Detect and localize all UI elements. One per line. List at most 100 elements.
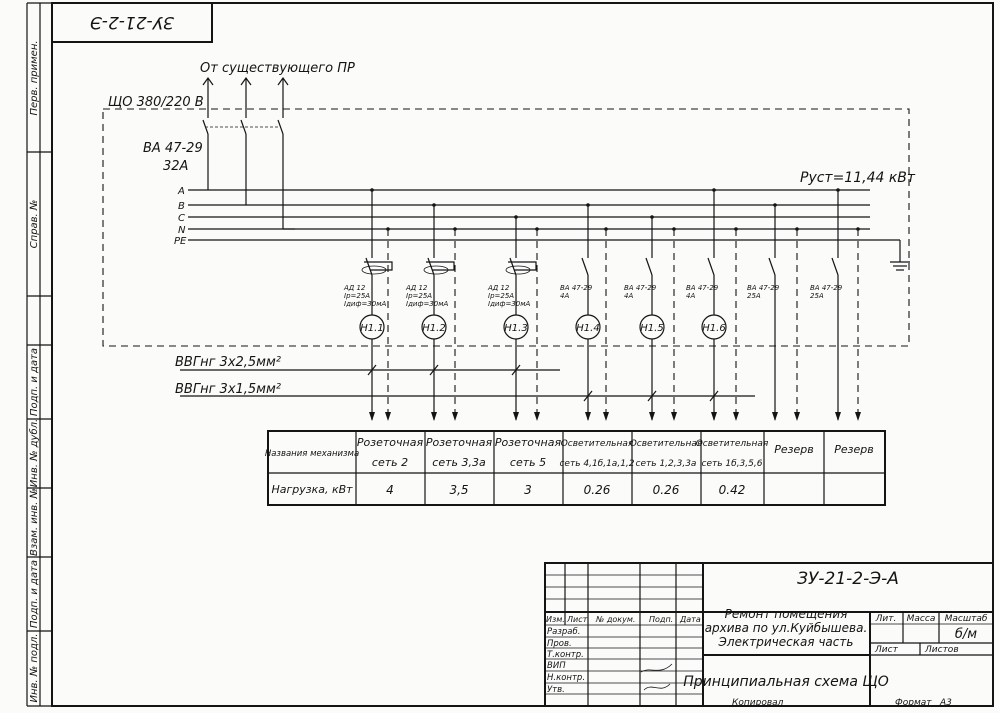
feeder-extra-label: Iдиф=30мА xyxy=(406,300,448,308)
role-razrab: Разраб. xyxy=(547,627,580,637)
rcd-toroid xyxy=(423,265,449,275)
signature-mark xyxy=(643,683,671,691)
outgoing-arrow xyxy=(711,412,717,421)
row-header-name: Названия механизма xyxy=(265,449,359,459)
load-table xyxy=(267,430,886,506)
column-name: Осветительная xyxy=(561,439,634,449)
side-label: Инв. № подл. xyxy=(29,634,40,703)
cable-tick xyxy=(647,390,657,402)
feeder-device-label: АД 12 xyxy=(343,284,366,292)
bus-label-b: B xyxy=(178,201,185,212)
feeder-device-label: ВА 47-29 xyxy=(747,284,780,292)
feeder-rating-label: Iр=25А xyxy=(488,292,514,300)
row-header-load: Нагрузка, кВт xyxy=(271,483,353,496)
feeder-rating-label: 4А xyxy=(560,292,569,300)
outgoing-arrow xyxy=(835,412,841,421)
side-label: Перв. примен. xyxy=(29,40,40,115)
outgoing-arrow xyxy=(513,412,519,421)
cable-tick xyxy=(583,390,593,402)
top-stamp-box xyxy=(51,2,213,43)
main-breaker-rating: 32А xyxy=(163,159,188,174)
list-label: Лист xyxy=(874,645,899,655)
group-id-label: Н1.2 xyxy=(422,323,445,334)
top-stamp-code: ЗУ-21-2-Э xyxy=(90,12,174,32)
feeder-extra-label: Iдиф=30мА xyxy=(488,300,530,308)
incoming-lines xyxy=(202,76,289,217)
drawing-frame xyxy=(51,2,994,707)
project-line-2: архива по ул.Куйбышева. xyxy=(705,621,868,635)
feeder-device-label: АД 12 xyxy=(487,284,510,292)
column-name: Осветительная xyxy=(696,439,769,449)
outgoing-arrow xyxy=(794,412,800,421)
feeder-device-label: АД 12 xyxy=(405,284,428,292)
side-strip: Перв. примен. Справ. № Подп. и дата Инв.… xyxy=(26,2,52,707)
outgoing-arrow xyxy=(431,412,437,421)
cable-tick xyxy=(511,364,521,376)
side-label: Подп. и дата xyxy=(29,348,40,416)
breaker-contact xyxy=(645,257,653,276)
outgoing-arrow xyxy=(452,412,458,421)
bus-label-pe: PE xyxy=(174,236,187,247)
outgoing-arrow xyxy=(585,412,591,421)
column-load: 3,5 xyxy=(449,483,468,497)
column-name: Розеточная xyxy=(495,436,562,449)
source-label: От существующего ПР xyxy=(200,61,355,76)
column-name: Розеточная xyxy=(426,436,493,449)
group-id-label: Н1.4 xyxy=(576,323,599,334)
copied-label: Копировал xyxy=(732,698,784,708)
column-subname: сеть 1,2,3,3а xyxy=(636,459,697,469)
installed-power: Руст=11,44 кВт xyxy=(800,170,916,186)
feeder-rating-label: 4А xyxy=(686,292,695,300)
title-block xyxy=(544,562,994,707)
format-value: А3 xyxy=(939,698,952,708)
drawing-code: ЗУ-21-2-Э-А xyxy=(797,569,899,589)
column-subname: сеть 4,1б,1а,1,2 xyxy=(559,459,634,469)
panel-label: ЩО 380/220 В xyxy=(108,95,204,110)
column-name: Розеточная xyxy=(357,436,424,449)
column-load: 3 xyxy=(524,483,532,497)
col-header-izm: Изм. xyxy=(546,615,565,624)
bus-label-n: N xyxy=(178,225,186,236)
column-name: Резерв xyxy=(774,443,813,456)
signature-mark xyxy=(640,663,673,673)
side-label: Справ. № xyxy=(29,200,40,249)
column-load: 0.26 xyxy=(584,483,611,497)
feeder-device-label: ВА 47-29 xyxy=(686,284,719,292)
rcd-symbol xyxy=(364,261,393,271)
project-line-3: Электрическая часть xyxy=(718,635,854,649)
outgoing-arrow xyxy=(649,412,655,421)
feeder-rating-label: 4А xyxy=(624,292,633,300)
column-load: 0.26 xyxy=(653,483,680,497)
cable-label-15: ВВГнг 3х1,5мм² xyxy=(175,382,281,397)
role-utv: Утв. xyxy=(547,685,565,695)
role-nkontr: Н.контр. xyxy=(547,673,585,683)
feeder-device-label: ВА 47-29 xyxy=(624,284,657,292)
feeder-rating-label: 25А xyxy=(747,292,761,300)
rcd-toroid xyxy=(505,265,531,275)
scale-label: Масштаб xyxy=(945,614,988,624)
column-subname: сеть 2 xyxy=(372,456,408,469)
stage-value: б/м xyxy=(955,627,977,642)
feeder-rating-label: 25А xyxy=(810,292,824,300)
lit-label: Лит. xyxy=(875,614,897,624)
rcd-toroid xyxy=(361,265,387,275)
col-header-sign: Подп. xyxy=(649,615,673,624)
outgoing-arrow xyxy=(369,412,375,421)
outgoing-arrow xyxy=(603,412,609,421)
breaker-contact xyxy=(831,257,839,276)
rcd-symbol xyxy=(508,261,537,271)
column-load: 4 xyxy=(386,483,394,497)
column-name: Осветительная xyxy=(630,439,703,449)
column-load: 0.42 xyxy=(719,483,746,497)
cable-tick xyxy=(429,364,439,376)
breaker-contact xyxy=(768,257,776,276)
outgoing-arrow xyxy=(855,412,861,421)
col-header-date: Дата xyxy=(679,615,701,624)
outgoing-arrow xyxy=(671,412,677,421)
feeder-rating-label: Iр=25А xyxy=(344,292,370,300)
sheet-title: Принципиальная схема ЩО xyxy=(683,674,888,690)
col-header-doc: № докум. xyxy=(595,615,635,624)
